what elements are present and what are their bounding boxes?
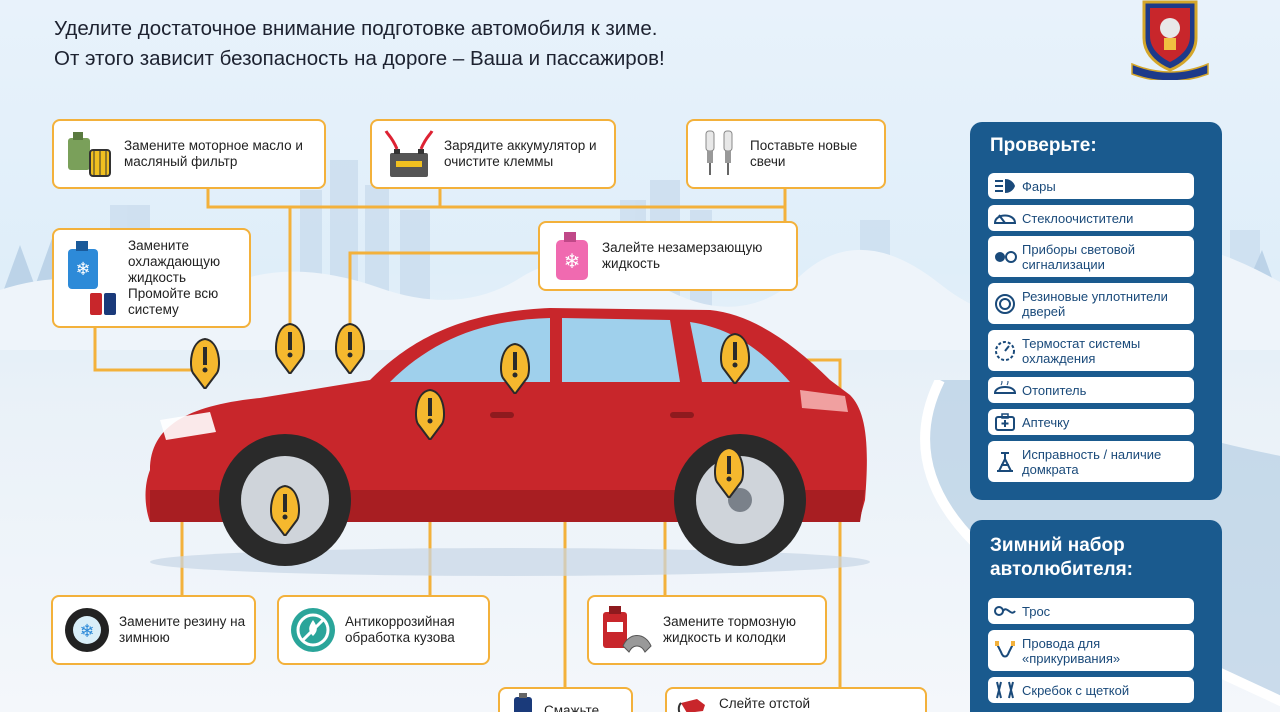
battery-cables-icon xyxy=(382,127,436,181)
check-item-label: Отопитель xyxy=(1022,382,1087,398)
tip-card-brakes: Замените тормозную жидкость и колодки xyxy=(587,595,827,665)
check-item: Резиновые уплотнители дверей xyxy=(988,283,1194,324)
tip-card-drain: Слейте отстой xyxy=(665,687,927,712)
check-item: Аптечку xyxy=(988,409,1194,435)
tip-card-tires: ❄ Замените резину на зимнюю xyxy=(51,595,256,665)
grease-can-icon xyxy=(510,693,536,712)
thermostat-icon xyxy=(988,340,1022,362)
check-item-label: Исправность / наличие домкрата xyxy=(1022,446,1162,477)
signal-lights-icon xyxy=(988,247,1022,267)
tip-card-grease: Смажьте xyxy=(498,687,633,712)
tip-antifreeze-text: Залейте незамерзающую жидкость xyxy=(602,240,763,271)
check-item-label: Резиновые уплотнители дверей xyxy=(1022,288,1168,319)
headline-line-1: Уделите достаточное внимание подготовке … xyxy=(54,17,658,40)
headline-line-2: От этого зависит безопасность на дороге … xyxy=(54,47,665,70)
check-item-label: Термостат системы охлаждения xyxy=(1022,335,1141,366)
check-item-label: Фары xyxy=(1022,178,1056,194)
tip-card-battery: Зарядите аккумулятор и очистите клеммы xyxy=(370,119,616,189)
kit-item: Трос xyxy=(988,598,1194,624)
kit-item: Скребок с щеткой xyxy=(988,677,1194,703)
check-item: Отопитель xyxy=(988,377,1194,403)
warning-pin-icon xyxy=(335,322,365,374)
check-item-label: Стеклоочистители xyxy=(1022,210,1134,226)
winter-tire-icon: ❄ xyxy=(63,606,111,654)
check-item: Стеклоочистители xyxy=(988,205,1194,231)
jack-icon xyxy=(988,451,1022,473)
tip-card-oil: Замените моторное масло и масляный фильт… xyxy=(52,119,326,189)
tip-tires-text: Замените резину на зимнюю xyxy=(119,614,246,645)
warning-pin-icon xyxy=(190,337,220,389)
warning-pin-icon xyxy=(500,342,530,394)
warning-pin-icon xyxy=(275,322,305,374)
tip-card-anticorrosion: Антикоррозийная обработка кузова xyxy=(277,595,490,665)
tip-brakes-text: Замените тормозную жидкость и колодки xyxy=(663,614,796,645)
door-seal-icon xyxy=(988,293,1022,315)
check-item: Фары xyxy=(988,173,1194,199)
warning-pin-icon xyxy=(415,388,445,440)
warning-pin-icon xyxy=(270,484,300,536)
check-panel: Проверьте: Фары Стеклоочистители Приборы… xyxy=(970,122,1222,500)
tip-oil-text: Замените моторное масло и масляный фильт… xyxy=(124,138,303,169)
warning-pin-icon xyxy=(714,446,744,498)
tip-coolant-text: Замените охлаждающую жидкость Промойте в… xyxy=(128,238,221,317)
svg-text:❄: ❄ xyxy=(564,251,581,273)
coolant-bottles-icon: ❄ xyxy=(64,237,120,319)
washer-fluid-icon: ❄ xyxy=(550,228,594,284)
tip-grease-text: Смажьте xyxy=(544,703,600,712)
tip-anticorrosion-text: Антикоррозийная обработка кузова xyxy=(345,614,455,645)
scraper-brush-icon xyxy=(988,680,1022,700)
tip-card-plugs: Поставьте новые свечи xyxy=(686,119,886,189)
svg-text:❄: ❄ xyxy=(79,621,94,641)
check-item: Термостат системы охлаждения xyxy=(988,330,1194,371)
check-panel-title: Проверьте: xyxy=(990,135,1097,156)
headlight-icon xyxy=(988,177,1022,195)
kit-title-line-2: автолюбителя: xyxy=(990,559,1134,580)
kit-item-label: Провода для «прикуривания» xyxy=(1022,635,1121,666)
wiper-icon xyxy=(988,209,1022,227)
tow-rope-icon xyxy=(988,602,1022,620)
check-item: Приборы световой сигнализации xyxy=(988,236,1194,277)
kit-title-line-1: Зимний набор xyxy=(990,535,1125,556)
svg-text:❄: ❄ xyxy=(75,259,90,279)
kit-panel-title: Зимний набор автолюбителя: xyxy=(990,534,1133,582)
emblem-shield-logo xyxy=(1131,0,1209,80)
fuel-nozzle-icon xyxy=(677,693,711,712)
kit-item-label: Трос xyxy=(1022,603,1051,619)
tip-card-coolant: ❄ Замените охлаждающую жидкость Промойте… xyxy=(52,228,251,328)
anticorrosion-icon xyxy=(289,606,337,654)
warning-pin-icon xyxy=(720,332,750,384)
kit-item-label: Скребок с щеткой xyxy=(1022,682,1130,698)
kit-item: Провода для «прикуривания» xyxy=(988,630,1194,671)
check-item: Исправность / наличие домкрата xyxy=(988,441,1194,482)
tip-plugs-text: Поставьте новые свечи xyxy=(750,138,858,169)
first-aid-kit-icon xyxy=(988,413,1022,431)
check-item-label: Приборы световой сигнализации xyxy=(1022,241,1136,272)
jumper-cables-icon xyxy=(988,640,1022,662)
tip-card-antifreeze: ❄ Залейте незамерзающую жидкость xyxy=(538,221,798,291)
oil-filter-icon xyxy=(64,128,116,180)
winter-kit-panel: Зимний набор автолюбителя: Трос Провода … xyxy=(970,520,1222,712)
brake-fluid-pads-icon xyxy=(599,602,655,658)
headline: Уделите достаточное внимание подготовке … xyxy=(54,14,665,74)
check-item-label: Аптечку xyxy=(1022,414,1070,430)
spark-plugs-icon xyxy=(698,127,742,181)
tip-battery-text: Зарядите аккумулятор и очистите клеммы xyxy=(444,138,597,169)
tip-drain-text: Слейте отстой xyxy=(719,696,811,711)
heater-icon xyxy=(988,381,1022,399)
